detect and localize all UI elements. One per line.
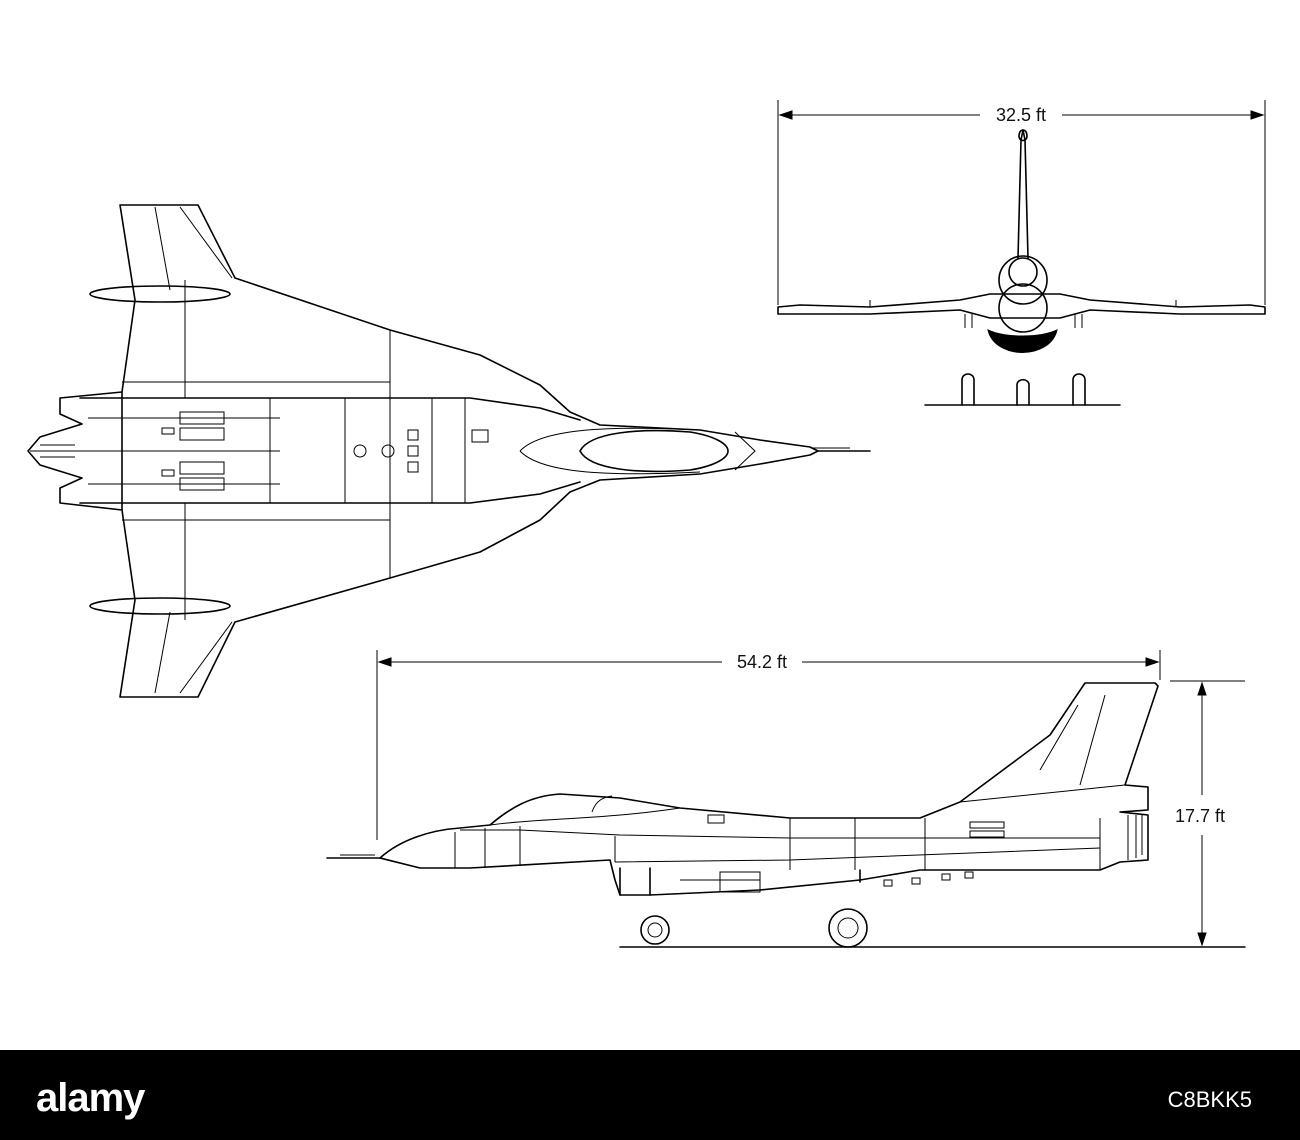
front-intake [987, 329, 1058, 353]
front-wing [777, 293, 1266, 319]
top-view-outline [27, 204, 819, 698]
top-wingtip-missile [89, 597, 231, 615]
height-label: 17.7 ft [1175, 806, 1225, 826]
top-wingtip-missile [89, 285, 231, 303]
height-dimension: 17.7 ft [1170, 680, 1245, 947]
three-view-drawing: 32.5 ft [27, 100, 1266, 948]
wingspan-label: 32.5 ft [996, 105, 1046, 125]
length-label: 54.2 ft [737, 652, 787, 672]
length-dimension: 54.2 ft [376, 650, 1161, 840]
front-tail-fin [1017, 129, 1029, 259]
top-view [27, 204, 871, 698]
footer-bar [0, 1050, 1300, 1140]
side-nose-wheel [640, 915, 670, 945]
top-canopy [579, 429, 729, 473]
side-main-wheel [828, 908, 868, 948]
image-id-label: C8BKK5 [1167, 1087, 1252, 1112]
wingspan-dimension: 32.5 ft [777, 100, 1266, 305]
side-view-outline [379, 682, 1159, 896]
brand-logo: alamy [36, 1076, 145, 1120]
front-view [777, 129, 1266, 406]
side-view [326, 682, 1246, 948]
